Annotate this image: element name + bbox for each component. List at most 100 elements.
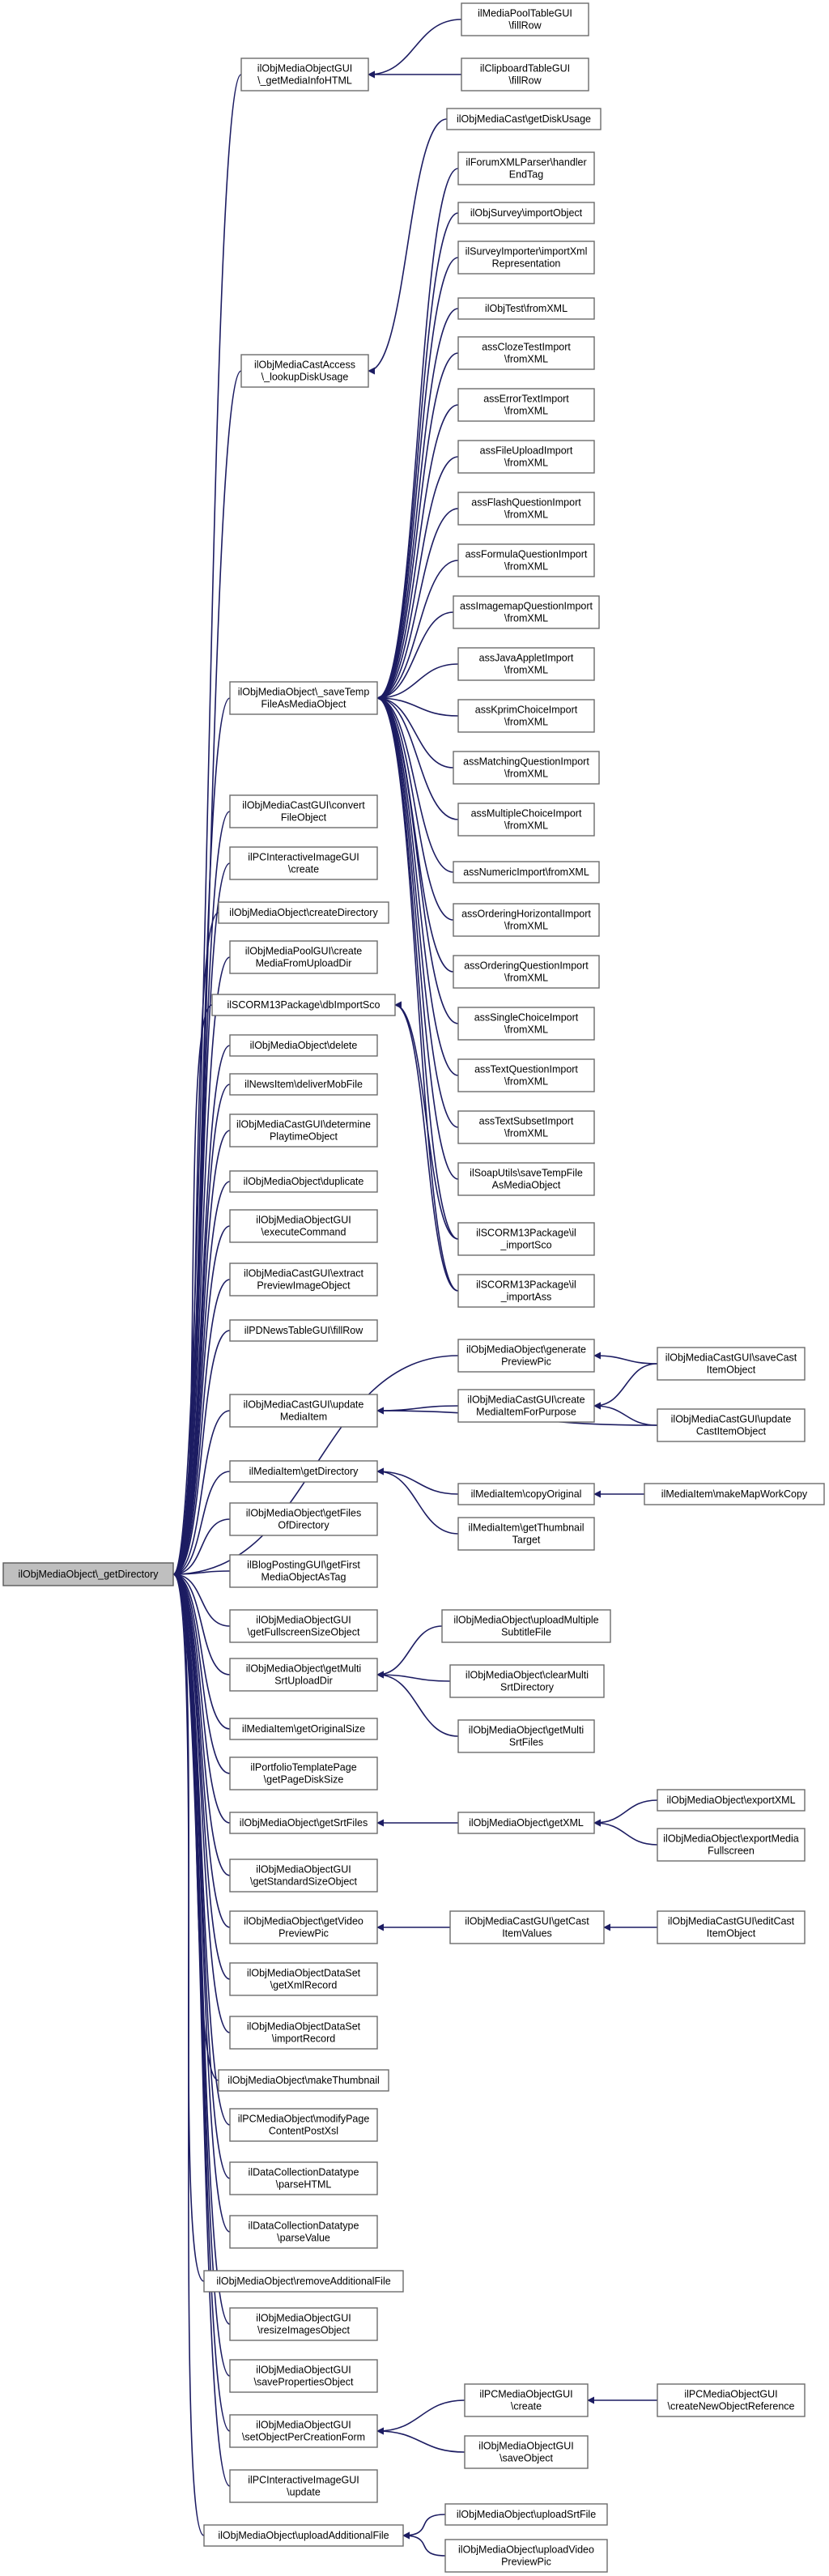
function-node[interactable]: ilObjMediaObject\createDirectory: [218, 901, 389, 924]
function-node[interactable]: ilObjMediaObject\delete: [229, 1034, 378, 1057]
function-node[interactable]: ilObjMediaCastAccess\_lookupDiskUsage: [240, 354, 369, 388]
function-node[interactable]: ilObjMediaObjectGUI\savePropertiesObject: [229, 2359, 378, 2393]
function-node[interactable]: ilObjMediaObject\uploadAdditionalFile: [203, 2524, 404, 2547]
node-label: assSingleChoiceImport: [474, 1012, 579, 1024]
function-node[interactable]: ilClipboardTableGUI\fillRow: [461, 57, 589, 92]
function-node[interactable]: assClozeTestImport\fromXML: [457, 336, 595, 370]
function-node[interactable]: ilObjMediaObjectGUI\getFullscreenSizeObj…: [229, 1609, 378, 1643]
function-node[interactable]: assMatchingQuestionImport\fromXML: [453, 751, 600, 785]
function-node[interactable]: ilObjMediaObject\exportXML: [657, 1789, 806, 1812]
function-node[interactable]: ilSCORM13Package\il_importSco: [457, 1222, 595, 1256]
root-node[interactable]: ilObjMediaObject\_getDirectory: [2, 1562, 174, 1586]
call-edge: [402, 2531, 446, 2557]
function-node[interactable]: assFormulaQuestionImport\fromXML: [457, 543, 595, 577]
node-label: ilSurveyImporter\importXml: [466, 246, 588, 258]
function-node[interactable]: ilObjMediaCastGUI\determinePlaytimeObjec…: [229, 1113, 378, 1147]
function-node[interactable]: ilObjMediaObject\duplicate: [229, 1170, 378, 1193]
function-node[interactable]: ilObjMediaObject\uploadSrtFile: [444, 2503, 608, 2526]
function-node[interactable]: ilObjTest\fromXML: [457, 297, 595, 320]
function-node[interactable]: ilPCInteractiveImageGUI\create: [229, 846, 378, 880]
function-node[interactable]: ilObjMediaObjectGUI\_getMediaInfoHTML: [240, 57, 369, 92]
call-edge: [376, 1625, 443, 1679]
function-node[interactable]: ilDataCollectionDatatype\parseHTML: [229, 2161, 378, 2195]
function-node[interactable]: ilObjMediaCastGUI\createMediaItemForPurp…: [457, 1389, 595, 1423]
function-node[interactable]: ilObjMediaObject\_saveTempFileAsMediaObj…: [229, 681, 378, 715]
function-node[interactable]: ilPortfolioTemplatePage\getPageDiskSize: [229, 1756, 378, 1790]
function-node[interactable]: assKprimChoiceImport\fromXML: [457, 699, 595, 733]
call-edge: [394, 1001, 459, 1240]
function-node[interactable]: ilObjMediaObjectGUI\resizeImagesObject: [229, 2307, 378, 2341]
function-node[interactable]: assOrderingQuestionImport\fromXML: [453, 955, 600, 989]
function-node[interactable]: ilObjMediaObjectDataSet\importRecord: [229, 2016, 378, 2050]
node-label: ilObjMediaObjectGUI: [257, 63, 352, 75]
function-node[interactable]: ilPCMediaObjectGUI\createNewObjectRefere…: [657, 2383, 806, 2417]
function-node[interactable]: ilObjMediaObject\makeThumbnail: [218, 2069, 389, 2092]
function-node[interactable]: ilMediaPoolTableGUI\fillRow: [461, 2, 589, 36]
function-node[interactable]: assFileUploadImport\fromXML: [457, 440, 595, 474]
function-node[interactable]: ilMediaItem\getDirectory: [229, 1460, 378, 1483]
function-node[interactable]: ilObjMediaCastGUI\extractPreviewImageObj…: [229, 1262, 378, 1297]
function-node[interactable]: ilObjMediaObjectGUI\setObjectPerCreation…: [229, 2414, 378, 2448]
function-node[interactable]: ilObjMediaObject\removeAdditionalFile: [203, 2270, 404, 2293]
function-node[interactable]: ilMediaItem\makeMapWorkCopy: [644, 1483, 825, 1505]
function-node[interactable]: ilBlogPostingGUI\getFirstMediaObjectAsTa…: [229, 1554, 378, 1588]
function-node[interactable]: ilSCORM13Package\il_importAss: [457, 1274, 595, 1308]
node-box: [229, 1756, 378, 1790]
function-node[interactable]: ilObjMediaObject\getSrtFiles: [229, 1812, 378, 1834]
node-label: ilObjMediaObject\getVideo: [244, 1916, 363, 1927]
function-node[interactable]: assTextQuestionImport\fromXML: [457, 1058, 595, 1092]
node-box: [218, 901, 389, 924]
function-node[interactable]: ilObjMediaObjectGUI\saveObject: [464, 2435, 589, 2469]
function-node[interactable]: ilObjMediaObjectGUI\executeCommand: [229, 1209, 378, 1243]
function-node[interactable]: ilSCORM13Package\dbImportSco: [211, 994, 396, 1016]
function-node[interactable]: assSingleChoiceImport\fromXML: [457, 1007, 595, 1041]
function-node[interactable]: ilPCInteractiveImageGUI\update: [229, 2469, 378, 2503]
function-node[interactable]: assImagemapQuestionImport\fromXML: [453, 595, 600, 629]
function-node[interactable]: ilMediaItem\copyOriginal: [457, 1483, 595, 1505]
function-node[interactable]: assTextSubsetImport\fromXML: [457, 1110, 595, 1144]
function-node[interactable]: assMultipleChoiceImport\fromXML: [457, 803, 595, 837]
function-node[interactable]: ilObjMediaPoolGUI\createMediaFromUploadD…: [229, 940, 378, 974]
function-node[interactable]: assFlashQuestionImport\fromXML: [457, 492, 595, 526]
node-label: SrtUploadDir: [274, 1675, 333, 1687]
function-node[interactable]: ilPCMediaObjectGUI\create: [464, 2383, 589, 2417]
function-node[interactable]: assNumericImport\fromXML: [453, 861, 600, 884]
function-node[interactable]: ilObjMediaObject\getXML: [457, 1812, 595, 1834]
function-node[interactable]: ilNewsItem\deliverMobFile: [229, 1073, 378, 1096]
function-node[interactable]: ilObjMediaObjectDataSet\getXmlRecord: [229, 1962, 378, 1996]
function-node[interactable]: ilPDNewsTableGUI\fillRow: [229, 1319, 378, 1342]
function-node[interactable]: ilDataCollectionDatatype\parseValue: [229, 2215, 378, 2249]
call-edge: [172, 1570, 231, 1774]
function-node[interactable]: assErrorTextImport\fromXML: [457, 388, 595, 422]
node-label: ilObjMediaObjectDataSet: [247, 2021, 361, 2033]
function-node[interactable]: assOrderingHorizontalImport\fromXML: [453, 903, 600, 937]
function-node[interactable]: ilObjMediaObject\uploadMultipleSubtitleF…: [441, 1609, 611, 1643]
function-node[interactable]: ilObjSurvey\importObject: [457, 202, 595, 224]
edge-path: [172, 1130, 231, 1578]
node-label: assErrorTextImport: [483, 394, 569, 405]
function-node[interactable]: ilObjMediaObjectGUI\getStandardSizeObjec…: [229, 1859, 378, 1893]
function-node[interactable]: ilMediaItem\getOriginalSize: [229, 1718, 378, 1740]
node-box: [449, 1664, 605, 1698]
function-node[interactable]: ilObjMediaCast\getDiskUsage: [446, 108, 602, 130]
function-node[interactable]: assJavaAppletImport\fromXML: [457, 647, 595, 681]
